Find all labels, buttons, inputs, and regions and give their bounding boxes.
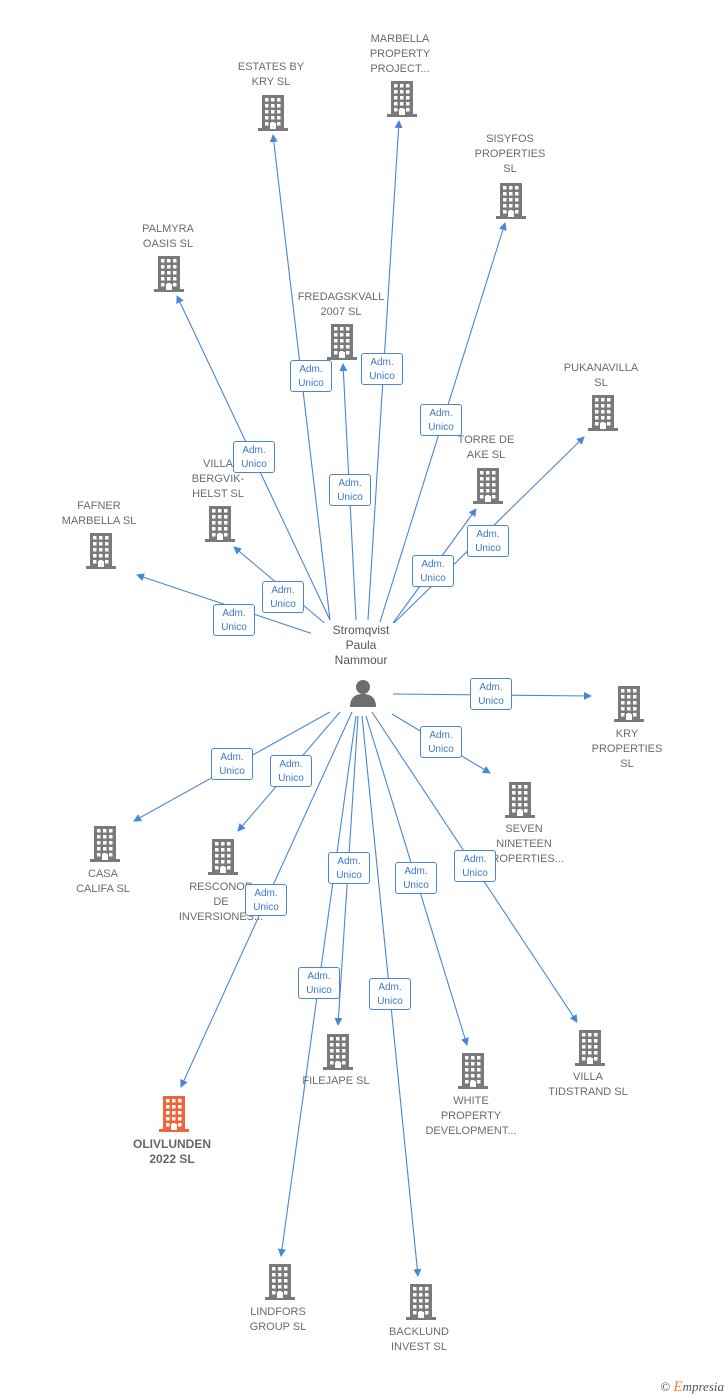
person-icon[interactable] — [348, 678, 378, 713]
company-label-olivlunden[interactable]: OLIVLUNDEN 2022 SL — [133, 1137, 211, 1166]
relation-badge[interactable]: Adm. Unico — [420, 726, 462, 758]
relation-badge[interactable]: Adm. Unico — [470, 678, 512, 710]
copyright-symbol: © — [660, 1379, 671, 1394]
building-icon[interactable] — [206, 839, 240, 880]
building-icon[interactable] — [456, 1053, 490, 1094]
relation-badge[interactable]: Adm. Unico — [211, 748, 253, 780]
person-name: Stromqvist Paula Nammour — [311, 623, 411, 668]
company-label-villa-bergvik[interactable]: VILLA BERGVIK- HELST SL — [191, 458, 245, 500]
relation-badge[interactable]: Adm. Unico — [361, 353, 403, 385]
relation-badge[interactable]: Adm. Unico — [395, 862, 437, 894]
relation-badge[interactable]: Adm. Unico — [467, 525, 509, 557]
company-label-lindfors[interactable]: LINDFORS GROUP SL — [249, 1306, 307, 1333]
building-icon[interactable] — [256, 95, 290, 136]
company-label-villa-tidstrand[interactable]: VILLA TIDSTRAND SL — [548, 1071, 628, 1098]
relation-badge[interactable]: Adm. Unico — [454, 850, 496, 882]
building-icon[interactable] — [573, 1030, 607, 1071]
building-icon[interactable] — [503, 782, 537, 823]
company-label-fredagskvall[interactable]: FREDAGSKVALL 2007 SL — [297, 291, 385, 318]
building-icon[interactable] — [404, 1284, 438, 1325]
building-icon[interactable] — [494, 183, 528, 224]
relation-badge[interactable]: Adm. Unico — [298, 967, 340, 999]
company-label-casa-califa[interactable]: CASA CALIFA SL — [76, 868, 130, 895]
relation-badge[interactable]: Adm. Unico — [245, 884, 287, 916]
building-icon[interactable] — [325, 324, 359, 365]
building-icon[interactable] — [321, 1034, 355, 1075]
building-icon[interactable] — [84, 533, 118, 574]
company-label-estates-by-kry[interactable]: ESTATES BY KRY SL — [237, 61, 305, 88]
building-icon[interactable] — [586, 395, 620, 436]
company-label-white-property[interactable]: WHITE PROPERTY DEVELOPMENT... — [425, 1095, 517, 1137]
relation-badge[interactable]: Adm. Unico — [329, 474, 371, 506]
company-label-resconor[interactable]: RESCONOR DE INVERSIONES... — [178, 881, 264, 923]
relation-badge[interactable]: Adm. Unico — [290, 360, 332, 392]
relation-badge[interactable]: Adm. Unico — [262, 581, 304, 613]
relation-badge[interactable]: Adm. Unico — [270, 755, 312, 787]
relation-badge[interactable]: Adm. Unico — [328, 852, 370, 884]
empresia-credit: © Empresia — [660, 1379, 724, 1396]
company-label-sisyfos[interactable]: SISYFOS PROPERTIES SL — [474, 133, 546, 175]
company-label-backlund[interactable]: BACKLUND INVEST SL — [389, 1326, 449, 1353]
company-label-filejape[interactable]: FILEJAPE SL — [302, 1075, 370, 1087]
company-label-fafner[interactable]: FAFNER MARBELLA SL — [61, 500, 137, 527]
company-label-seven-nineteen[interactable]: SEVEN NINETEEN PROPERTIES... — [484, 823, 564, 865]
relation-badge[interactable]: Adm. Unico — [369, 978, 411, 1010]
relation-badge[interactable]: Adm. Unico — [420, 404, 462, 436]
brand-name: mpresia — [682, 1379, 724, 1394]
building-icon[interactable] — [471, 468, 505, 509]
relation-badge[interactable]: Adm. Unico — [213, 604, 255, 636]
building-icon[interactable] — [203, 506, 237, 547]
company-label-pukanavilla[interactable]: PUKANAVILLA SL — [563, 362, 639, 389]
company-label-kry-properties[interactable]: KRY PROPERTIES SL — [591, 728, 663, 770]
company-label-marbella-property[interactable]: MARBELLA PROPERTY PROJECT... — [369, 33, 431, 75]
company-label-palmyra[interactable]: PALMYRA OASIS SL — [142, 223, 194, 250]
building-icon[interactable] — [612, 686, 646, 727]
building-icon[interactable] — [263, 1264, 297, 1305]
building-icon[interactable] — [157, 1096, 191, 1137]
building-icon[interactable] — [88, 826, 122, 867]
relation-badge[interactable]: Adm. Unico — [233, 441, 275, 473]
building-icon[interactable] — [152, 256, 186, 297]
relation-badge[interactable]: Adm. Unico — [412, 555, 454, 587]
brand-initial: E — [673, 1379, 683, 1395]
company-label-torre-de-ake[interactable]: TORRE DE AKE SL — [457, 434, 515, 461]
building-icon[interactable] — [385, 81, 419, 122]
